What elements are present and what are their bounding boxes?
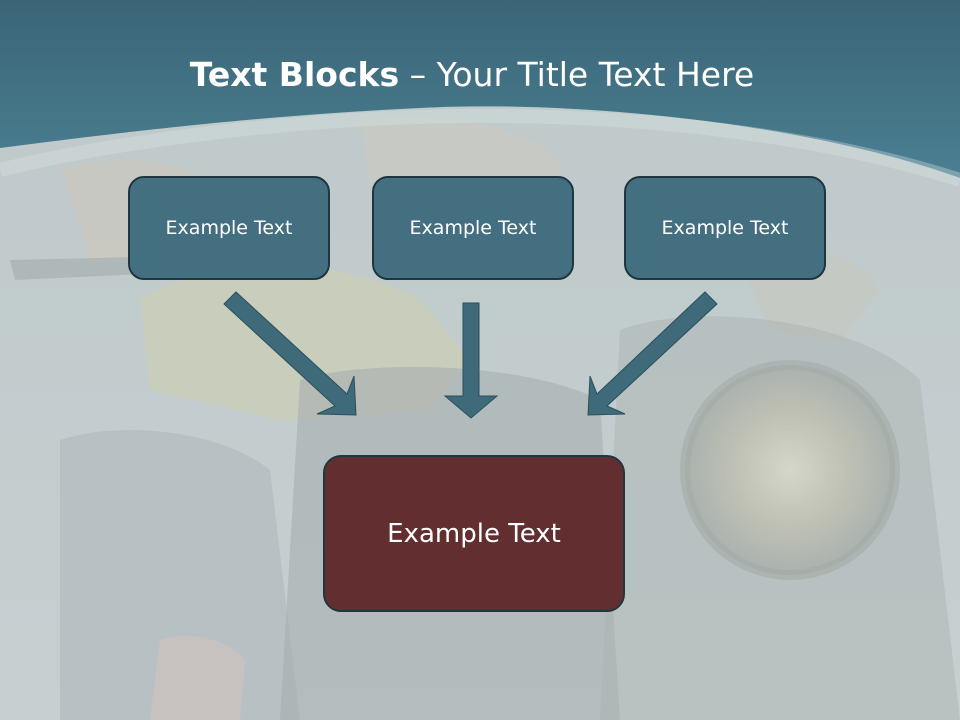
main-text-block-label: Example Text: [387, 518, 561, 549]
title-rest: Your Title Text Here: [436, 55, 755, 94]
main-text-block[interactable]: Example Text: [323, 455, 625, 612]
header-band: [0, 0, 960, 187]
title-separator: –: [399, 55, 437, 94]
text-block-3[interactable]: Example Text: [624, 176, 826, 280]
title-bold: Text Blocks: [189, 55, 400, 94]
text-block-2-label: Example Text: [409, 217, 537, 239]
slide-title: Text Blocks – Your Title Text Here: [0, 52, 944, 98]
text-block-2[interactable]: Example Text: [372, 176, 574, 280]
text-block-3-label: Example Text: [661, 217, 789, 239]
text-block-1-label: Example Text: [165, 217, 293, 239]
text-block-1[interactable]: Example Text: [128, 176, 330, 280]
